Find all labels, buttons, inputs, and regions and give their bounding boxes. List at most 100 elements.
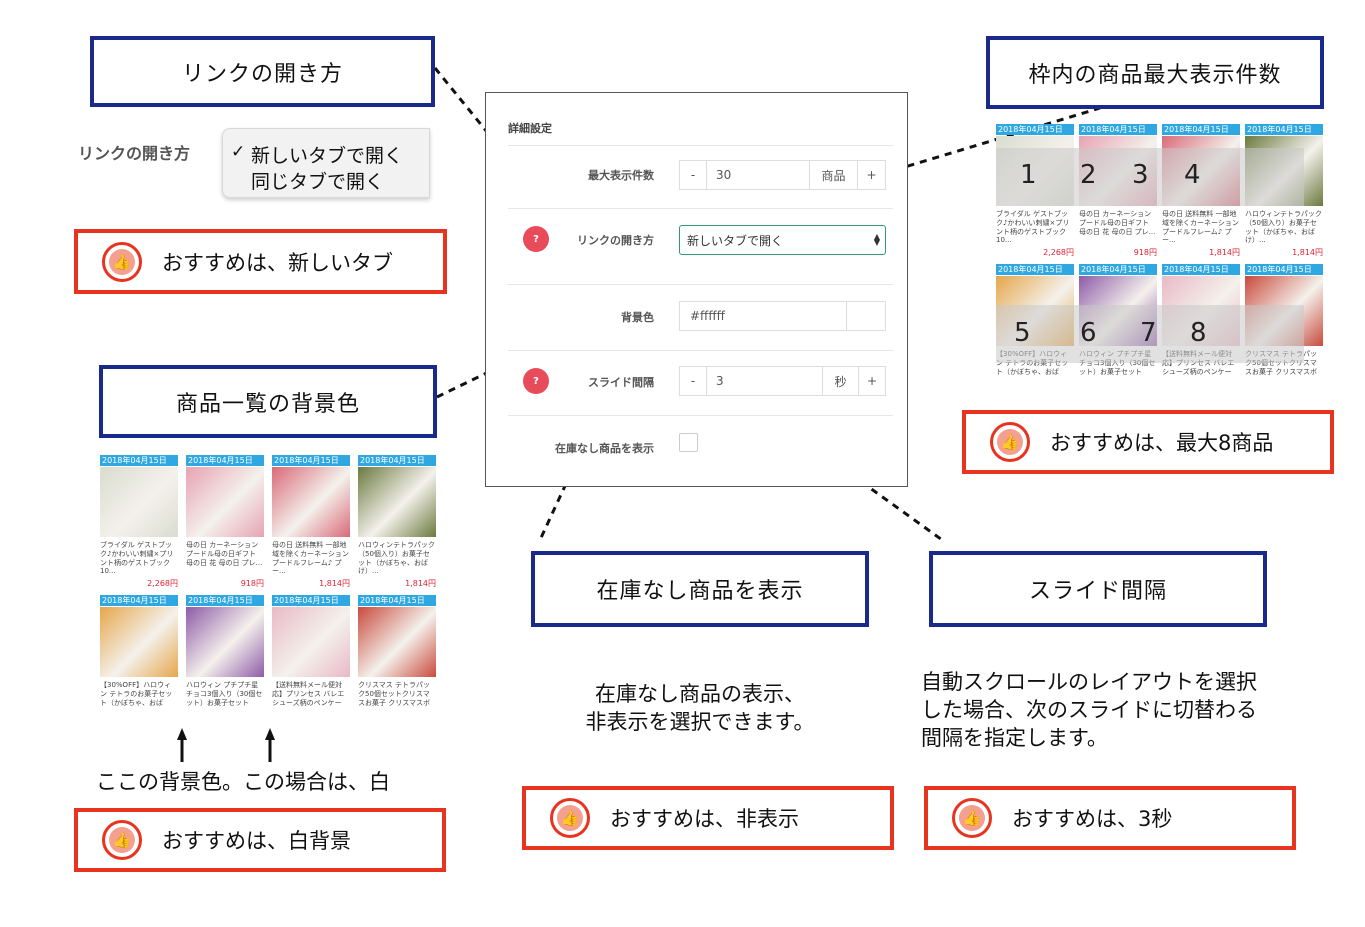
link-open-select[interactable]: 新しいタブで開く ▲▼: [679, 225, 886, 255]
product-date: 2018年04月15日: [186, 455, 264, 466]
slide-recommend-text: おすすめは、3秒: [1012, 807, 1173, 831]
link-title-box: リンクの開き方: [90, 36, 435, 107]
slide-number: 7: [1140, 318, 1157, 348]
product-price: 918円: [240, 579, 264, 588]
product-image[interactable]: [272, 607, 350, 677]
product-price: 1,814円: [1292, 248, 1323, 257]
product-name[interactable]: 【送料無料メール便対応】プリンセス バレエシューズ柄のペンケー: [272, 681, 345, 707]
product-date: 2018年04月15日: [1079, 264, 1157, 275]
thumbs-up-icon: 👍: [550, 798, 590, 838]
product-name[interactable]: 【30%OFF】ハロウィン テトラのお菓子セット（かぼちゃ、おば: [100, 681, 173, 707]
bg-color-value[interactable]: #ffffff: [680, 302, 847, 330]
max-count-stepper[interactable]: - 30 商品 +: [679, 160, 886, 190]
stock-title-box: 在庫なし商品を表示: [531, 551, 869, 627]
slide-unit: 秒: [823, 367, 859, 395]
link-option-same-tab[interactable]: 同じタブで開く: [251, 171, 385, 193]
bg-recommend-text: おすすめは、白背景: [162, 829, 351, 853]
link-recommend-box: 👍 おすすめは、新しいタブ: [74, 229, 447, 294]
product-name[interactable]: 母の日 カーネーション プードル母の日ギフト 母の日 花 母の日 プレ...: [186, 541, 263, 567]
divider: [508, 284, 893, 285]
max-count-label: 最大表示件数: [588, 169, 654, 182]
max-recommend-text: おすすめは、最大8商品: [1050, 431, 1274, 455]
product-date: 2018年04月15日: [1162, 124, 1240, 135]
product-date: 2018年04月15日: [1162, 264, 1240, 275]
slide-number: 4: [1184, 160, 1201, 190]
product-card[interactable]: 2018年04月15日母の日 送料無料 一部地域を除くカーネーション プードルフ…: [272, 455, 350, 589]
product-name[interactable]: 母の日 送料無料 一部地域を除くカーネーション プードルフレーム♪ プー...: [272, 541, 349, 576]
connector-bg: [436, 316, 601, 399]
slide-plus-button[interactable]: +: [866, 374, 878, 388]
slide-title: スライド間隔: [1028, 579, 1167, 604]
slide-desc-line1: 自動スクロールのレイアウトを選択: [921, 670, 1257, 694]
help-icon[interactable]: ?: [523, 226, 549, 252]
product-image[interactable]: [100, 607, 178, 677]
product-image[interactable]: [100, 467, 178, 537]
slide-overlay-row2: [996, 305, 1304, 363]
product-image[interactable]: [186, 607, 264, 677]
stock-desc-line1: 在庫なし商品の表示、: [595, 682, 805, 706]
product-card[interactable]: 2018年04月15日ハロウィン プチプチ星チョコ3個入り（30個セット）お菓子…: [186, 595, 264, 719]
product-card[interactable]: 2018年04月15日クリスマス テトラパック50個セットクリスマスお菓子 クリ…: [358, 595, 436, 719]
product-name[interactable]: 母の日 送料無料 一部地域を除くカーネーション プードルフレーム♪ プー...: [1162, 210, 1239, 245]
product-name[interactable]: クリスマス テトラパック50個セットクリスマスお菓子 クリスマスボ: [358, 681, 431, 707]
max-plus-button[interactable]: +: [866, 168, 877, 182]
divider: [508, 145, 893, 146]
bg-title: 商品一覧の背景色: [175, 391, 360, 417]
help-icon[interactable]: ?: [523, 368, 549, 394]
product-name[interactable]: ハロウィンテトラパック（50個入り）お菓子セット（かぼちゃ、おばけ）...: [1245, 210, 1322, 245]
stock-recommend-text: おすすめは、非表示: [610, 807, 799, 831]
slide-number: 3: [1132, 160, 1149, 190]
max-unit: 商品: [810, 161, 858, 189]
product-image[interactable]: [358, 607, 436, 677]
product-card[interactable]: 2018年04月15日ハロウィンテトラパック（50個入り）お菓子セット（かぼちゃ…: [358, 455, 436, 589]
product-name[interactable]: 母の日 カーネーション プードル母の日ギフト 母の日 花 母の日 プレ...: [1079, 210, 1156, 236]
product-card[interactable]: 2018年04月15日ブライダル ゲストブック♪かわいい刺繍×プリント柄のゲスト…: [100, 455, 178, 589]
max-minus-button[interactable]: -: [680, 161, 707, 189]
product-price: 1,814円: [319, 579, 350, 588]
bg-color-input[interactable]: #ffffff: [679, 301, 886, 331]
product-date: 2018年04月15日: [1245, 264, 1323, 275]
select-arrows-icon: ▲▼: [873, 232, 880, 247]
slide-interval-stepper[interactable]: - 3 秒 +: [679, 366, 886, 396]
product-name[interactable]: ハロウィンテトラパック（50個入り）お菓子セット（かぼちゃ、おばけ）...: [358, 541, 435, 576]
max-title: 枠内の商品最大表示件数: [1028, 62, 1282, 88]
max-recommend-box: 👍 おすすめは、最大8商品: [962, 410, 1334, 474]
link-open-label: リンクの開き方: [577, 234, 654, 247]
product-image[interactable]: [186, 467, 264, 537]
product-date: 2018年04月15日: [186, 595, 264, 606]
product-date: 2018年04月15日: [272, 595, 350, 606]
slide-number: 8: [1190, 318, 1207, 348]
product-date: 2018年04月15日: [358, 455, 436, 466]
link-dropdown-menu[interactable]: ✓ 新しいタブで開く 同じタブで開く: [222, 128, 430, 198]
stock-desc-line2: 非表示を選択できます。: [585, 710, 815, 734]
product-image[interactable]: [272, 467, 350, 537]
slide-desc-line3: 間隔を指定します。: [921, 726, 1108, 750]
max-count-input[interactable]: 30: [707, 161, 810, 189]
thumbs-up-icon: 👍: [990, 422, 1030, 462]
thumbs-up-icon: 👍: [952, 798, 992, 838]
product-date: 2018年04月15日: [996, 124, 1074, 135]
bg-color-swatch[interactable]: [847, 302, 885, 330]
product-price: 918円: [1133, 248, 1157, 257]
slide-interval-input[interactable]: 3: [707, 367, 823, 395]
thumbs-up-icon: 👍: [102, 241, 142, 282]
product-date: 2018年04月15日: [100, 455, 178, 466]
product-card[interactable]: 2018年04月15日【送料無料メール便対応】プリンセス バレエシューズ柄のペン…: [272, 595, 350, 719]
show-out-of-stock-checkbox[interactable]: [679, 433, 698, 452]
product-name[interactable]: ブライダル ゲストブック♪かわいい刺繍×プリント柄のゲストブック 10...: [996, 210, 1070, 245]
product-date: 2018年04月15日: [1245, 124, 1323, 135]
stock-description: 在庫なし商品の表示、 非表示を選択できます。: [540, 680, 860, 736]
link-dropdown-shot: リンクの開き方 ✓ 新しいタブで開く 同じタブで開く: [72, 124, 430, 210]
settings-panel: 詳細設定 最大表示件数 - 30 商品 + ? リンクの開き方 新しいタブで開く…: [485, 92, 908, 487]
link-option-new-tab[interactable]: 新しいタブで開く: [251, 145, 404, 167]
product-name[interactable]: ブライダル ゲストブック♪かわいい刺繍×プリント柄のゲストブック 10...: [100, 541, 174, 576]
product-date: 2018年04月15日: [272, 455, 350, 466]
slide-minus-button[interactable]: -: [680, 367, 707, 395]
product-card[interactable]: 2018年04月15日母の日 カーネーション プードル母の日ギフト 母の日 花 …: [186, 455, 264, 589]
product-card[interactable]: 2018年04月15日【30%OFF】ハロウィン テトラのお菓子セット（かぼちゃ…: [100, 595, 178, 719]
product-name[interactable]: ハロウィン プチプチ星チョコ3個入り（30個セット）お菓子セット: [186, 681, 263, 707]
product-date: 2018年04月15日: [100, 595, 178, 606]
product-image[interactable]: [358, 467, 436, 537]
product-date: 2018年04月15日: [996, 264, 1074, 275]
slide-number: 6: [1080, 318, 1097, 348]
